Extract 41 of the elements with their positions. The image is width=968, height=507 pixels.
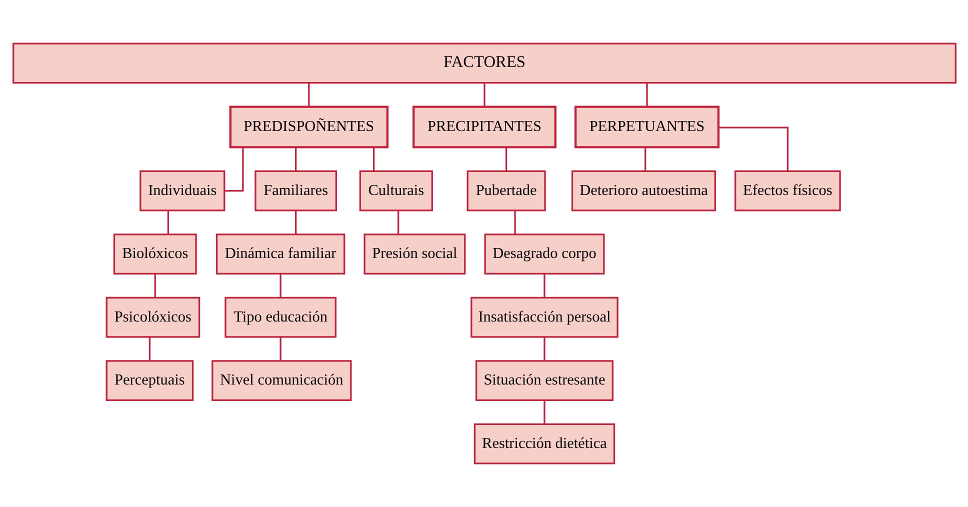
connector — [279, 336, 281, 361]
node-box: Situación estresante — [475, 360, 613, 401]
connector — [543, 400, 545, 424]
connector — [514, 210, 516, 234]
connector — [294, 147, 296, 171]
connector — [308, 83, 310, 106]
connector — [543, 274, 545, 298]
node-box: Insatisfacción persoal — [470, 296, 618, 338]
node-box: Deterioro autoestima — [570, 170, 716, 212]
node-box: Individuais — [139, 170, 225, 212]
connector — [543, 336, 545, 361]
node-box: Pubertade — [466, 170, 546, 212]
connector — [718, 126, 788, 172]
connector — [154, 274, 156, 298]
node-box: Desagrado corpo — [484, 234, 604, 274]
node-box: PRECIPITANTES — [412, 106, 556, 148]
node-box: Presión social — [363, 234, 466, 274]
connector — [644, 147, 646, 171]
connector — [294, 210, 296, 234]
connector — [397, 210, 399, 234]
node-box: Biolóxicos — [112, 234, 196, 274]
connector — [646, 83, 648, 106]
connector — [224, 147, 244, 192]
node-box: Familiares — [254, 170, 336, 212]
node-box: Tipo educación — [224, 296, 336, 338]
connector — [166, 210, 169, 234]
connector — [483, 83, 485, 106]
node-box: Psicolóxicos — [105, 296, 200, 338]
node-box: Restricción dietética — [473, 423, 615, 464]
connector — [505, 147, 507, 171]
node-box: Dinámica familiar — [215, 234, 345, 274]
node-box: FACTORES — [12, 42, 956, 84]
node-box: Nivel comunicación — [211, 360, 352, 401]
node-box: Efectos físicos — [734, 170, 840, 212]
connector — [279, 274, 281, 298]
node-box: PREDISPOÑENTES — [228, 106, 388, 148]
node-box: Culturais — [358, 170, 432, 212]
connector — [372, 147, 374, 171]
node-box: Perceptuais — [105, 360, 194, 401]
node-box: PERPETUANTES — [574, 106, 720, 148]
connector — [148, 336, 150, 361]
